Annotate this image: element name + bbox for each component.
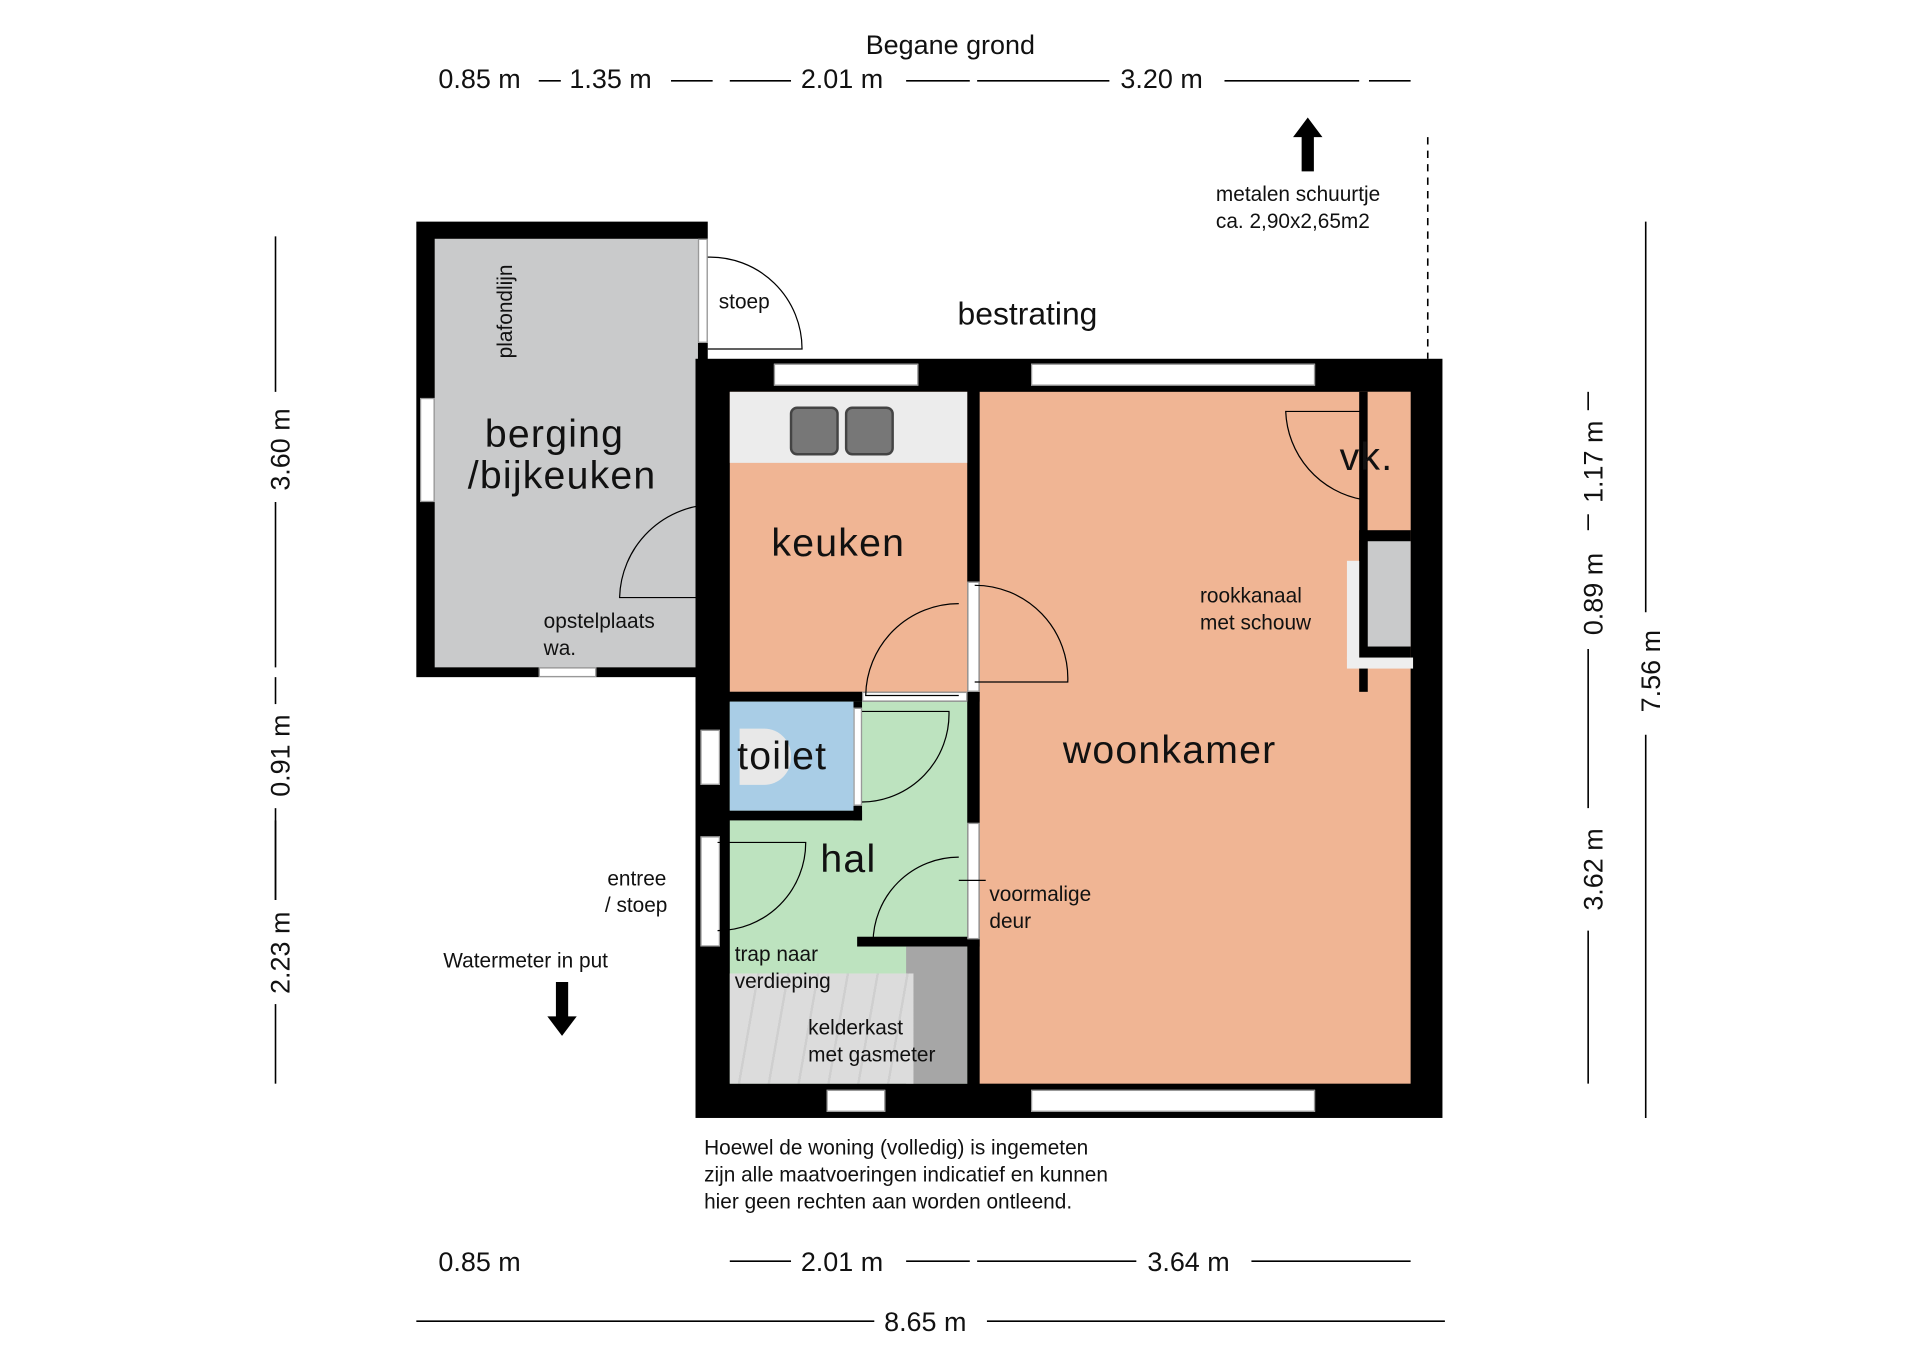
window — [1031, 363, 1316, 386]
dim-top-1: 0.85 m — [438, 63, 521, 95]
label-bestrating: bestrating — [957, 295, 1098, 332]
room-label-vk: vk. — [1339, 434, 1394, 479]
wall — [695, 810, 863, 821]
mantel — [1346, 560, 1360, 659]
chimney-flue — [1367, 541, 1411, 647]
mantel — [1346, 657, 1414, 669]
window — [538, 667, 597, 678]
room-label-berging-1: berging — [484, 411, 625, 456]
room-woonkamer — [979, 391, 1411, 1084]
room-label-toilet: toilet — [737, 733, 828, 778]
room-berging — [434, 238, 698, 668]
disclaimer-line-1: Hoewel de woning (volledig) is ingemeten — [704, 1136, 1089, 1160]
dim-top-3: 2.01 m — [800, 63, 884, 95]
label-schuur-2: ca. 2,90x2,65m2 — [1215, 209, 1370, 233]
toilet-bowl-icon — [739, 728, 792, 785]
window — [1031, 1089, 1316, 1112]
label-plafondlijn: plafondlijn — [493, 264, 517, 359]
label-rook-1: rookkanaal — [1200, 584, 1302, 608]
label-voormalig-1: voormalige — [989, 882, 1092, 907]
label-entree-2: / stoep — [604, 893, 668, 918]
dim-top-4: 3.20 m — [1120, 63, 1203, 95]
dim-bottom-3: 3.64 m — [1147, 1246, 1230, 1278]
disclaimer-line-3: hier geen rechten aan worden ontleend. — [704, 1190, 1073, 1214]
staircase — [729, 973, 914, 1084]
label-stoep: stoep — [718, 290, 770, 314]
door-frame — [853, 707, 863, 806]
dim-top-2: 1.35 m — [569, 63, 652, 95]
window — [826, 1089, 886, 1112]
label-kelder-2: met gasmeter — [808, 1043, 936, 1067]
label-rook-2: met schouw — [1200, 611, 1312, 635]
wall — [695, 691, 980, 702]
dim-total-width: 8.65 m — [884, 1306, 967, 1338]
room-label-berging-2: /bijkeuken — [467, 453, 657, 498]
dim-bottom-2: 2.01 m — [800, 1246, 884, 1278]
disclaimer-line-2: zijn alle maatvoeringen indicatief en ku… — [704, 1163, 1108, 1187]
floor-title: Begane grond — [865, 29, 1035, 61]
label-kelder-1: kelderkast — [808, 1016, 904, 1040]
label-voormalig-2: deur — [989, 909, 1032, 934]
room-label-keuken: keuken — [771, 520, 906, 565]
dim-bottom-1: 0.85 m — [438, 1246, 521, 1278]
label-trap-1: trap naar — [734, 942, 819, 967]
label-watermeter: Watermeter in put — [443, 948, 608, 973]
window — [420, 397, 435, 503]
sink-icon — [789, 406, 839, 456]
sink-icon — [844, 406, 894, 456]
room-kelderkast — [906, 946, 968, 1084]
room-label-hal: hal — [820, 836, 877, 881]
label-entree-1: entree — [607, 866, 667, 891]
room-vk — [1367, 391, 1411, 531]
door-frame — [967, 581, 980, 692]
label-schuur-1: metalen schuurtje — [1215, 182, 1381, 206]
label-opstel-2: wa. — [543, 636, 577, 661]
wall — [857, 936, 980, 947]
entrance-door-frame — [700, 836, 721, 947]
label-trap-2: verdieping — [734, 969, 831, 994]
door-frame — [862, 691, 968, 702]
label-opstel-1: opstelplaats — [543, 609, 655, 634]
window — [773, 363, 919, 386]
window — [700, 729, 721, 785]
door-frame — [697, 238, 708, 343]
room-label-woonkamer: woonkamer — [1062, 727, 1277, 772]
